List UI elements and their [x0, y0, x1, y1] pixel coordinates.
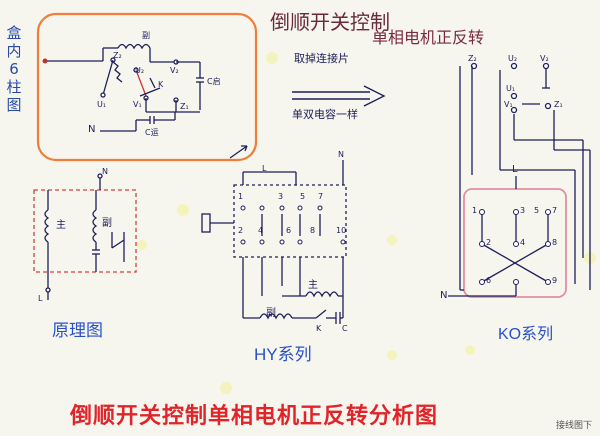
- hy-top-5: 5: [300, 192, 306, 201]
- hy-fu: 副: [266, 308, 276, 319]
- hy-zhu: 主: [308, 280, 318, 291]
- hy-n: N: [338, 150, 344, 159]
- note-remove-link: 取掉连接片: [294, 52, 349, 65]
- ko-l: L: [512, 164, 518, 175]
- box-label-z2: Z₂: [113, 51, 122, 60]
- principle-label: 原理图: [52, 321, 103, 340]
- hy-top-3: 3: [278, 192, 284, 201]
- ko-n: N: [440, 290, 448, 301]
- hy-l: L: [262, 164, 267, 173]
- hy-bottom-4: 4: [258, 226, 264, 235]
- ko-num-5: 5: [534, 206, 540, 215]
- principle-zhu: 主: [56, 220, 66, 231]
- hy-k: K: [316, 324, 322, 333]
- caption: 倒顺开关控制单相电机正反转分析图: [70, 403, 439, 428]
- hy-wiring: [201, 160, 347, 324]
- box-label-u1: U₁: [97, 100, 107, 109]
- ko-num-6: 6: [486, 276, 492, 285]
- hy-bottom-6: 6: [286, 226, 292, 235]
- box-label-u2: U₂: [135, 66, 145, 75]
- ko-num-9: 9: [552, 276, 558, 285]
- ko-label: KO系列: [498, 326, 554, 343]
- hy-bottom-2: 2: [238, 226, 244, 235]
- box-wiring: [42, 43, 204, 132]
- title-line2: 单相电机正反转: [372, 28, 485, 47]
- title-line1: 倒顺开关控制: [270, 10, 390, 34]
- ko-num-4: 4: [520, 238, 526, 247]
- ko-num-8: 8: [552, 238, 558, 247]
- ko-num-3: 3: [520, 206, 526, 215]
- watermark: 接线图下: [556, 421, 593, 431]
- ko-term-v2: V₂: [540, 54, 549, 63]
- ko-num-2: 2: [486, 238, 492, 247]
- ko-term-u1: U₁: [506, 84, 516, 93]
- ko-term-z1: Z₁: [554, 100, 563, 109]
- hy-c: C: [342, 324, 348, 333]
- principle-wiring: [33, 173, 137, 300]
- box-label-v2: V₂: [170, 66, 179, 75]
- note-same-capacitor: 单双电容一样: [292, 108, 358, 121]
- hy-bottom-8: 8: [310, 226, 316, 235]
- box-label-cqi: C启: [207, 77, 221, 86]
- principle-n: N: [102, 167, 108, 176]
- ko-term-u2: U₂: [508, 54, 518, 63]
- hy-bottom-10: 10: [336, 226, 347, 235]
- box-label-fu: 副: [142, 31, 150, 40]
- hy-top-1: 1: [238, 192, 244, 201]
- hy-label: HY系列: [254, 345, 312, 364]
- box-label-cyun: C运: [145, 128, 159, 137]
- ko-term-z2: Z₂: [468, 54, 477, 63]
- principle-fu: 副: [102, 218, 112, 229]
- ko-wiring: [448, 62, 591, 298]
- principle-l: L: [38, 294, 43, 303]
- ko-term-v1: V₁: [504, 100, 513, 109]
- box-label-n: N: [88, 124, 96, 135]
- box-label-z1: Z₁: [180, 102, 189, 111]
- ko-num-7: 7: [552, 206, 558, 215]
- hy-top-7: 7: [318, 192, 324, 201]
- box-label-v1: V₁: [133, 100, 142, 109]
- inner-six-terminal-box: [36, 12, 258, 162]
- box-label-k: K: [158, 80, 164, 89]
- direction-arrow: [292, 85, 386, 107]
- ko-num-1: 1: [472, 206, 478, 215]
